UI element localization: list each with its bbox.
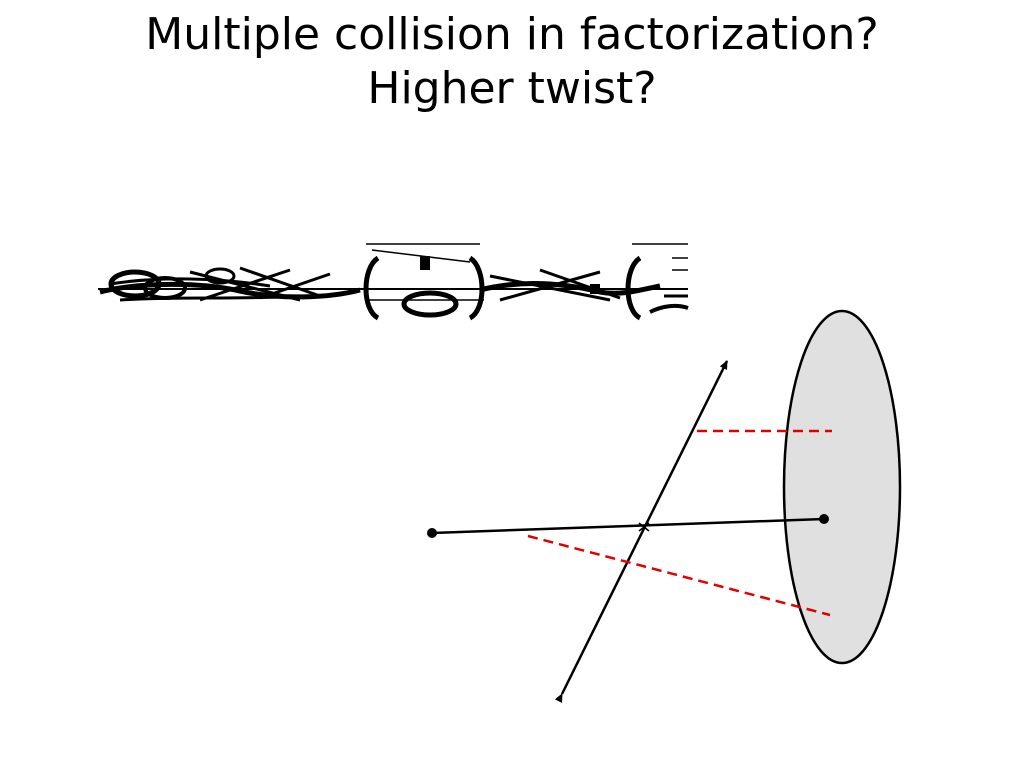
right-dot [819,514,829,524]
garbled-formula-image [98,243,689,321]
slide-title: Multiple collision in factorization? Hig… [0,8,1024,116]
title-line-2: Higher twist? [367,63,657,114]
title-line-1: Multiple collision in factorization? [145,9,879,60]
horizontal-line [431,517,825,535]
cross-mark [638,522,650,532]
left-dot [427,528,437,538]
dashed-line-lower [527,534,831,617]
target-ellipse [782,309,902,665]
